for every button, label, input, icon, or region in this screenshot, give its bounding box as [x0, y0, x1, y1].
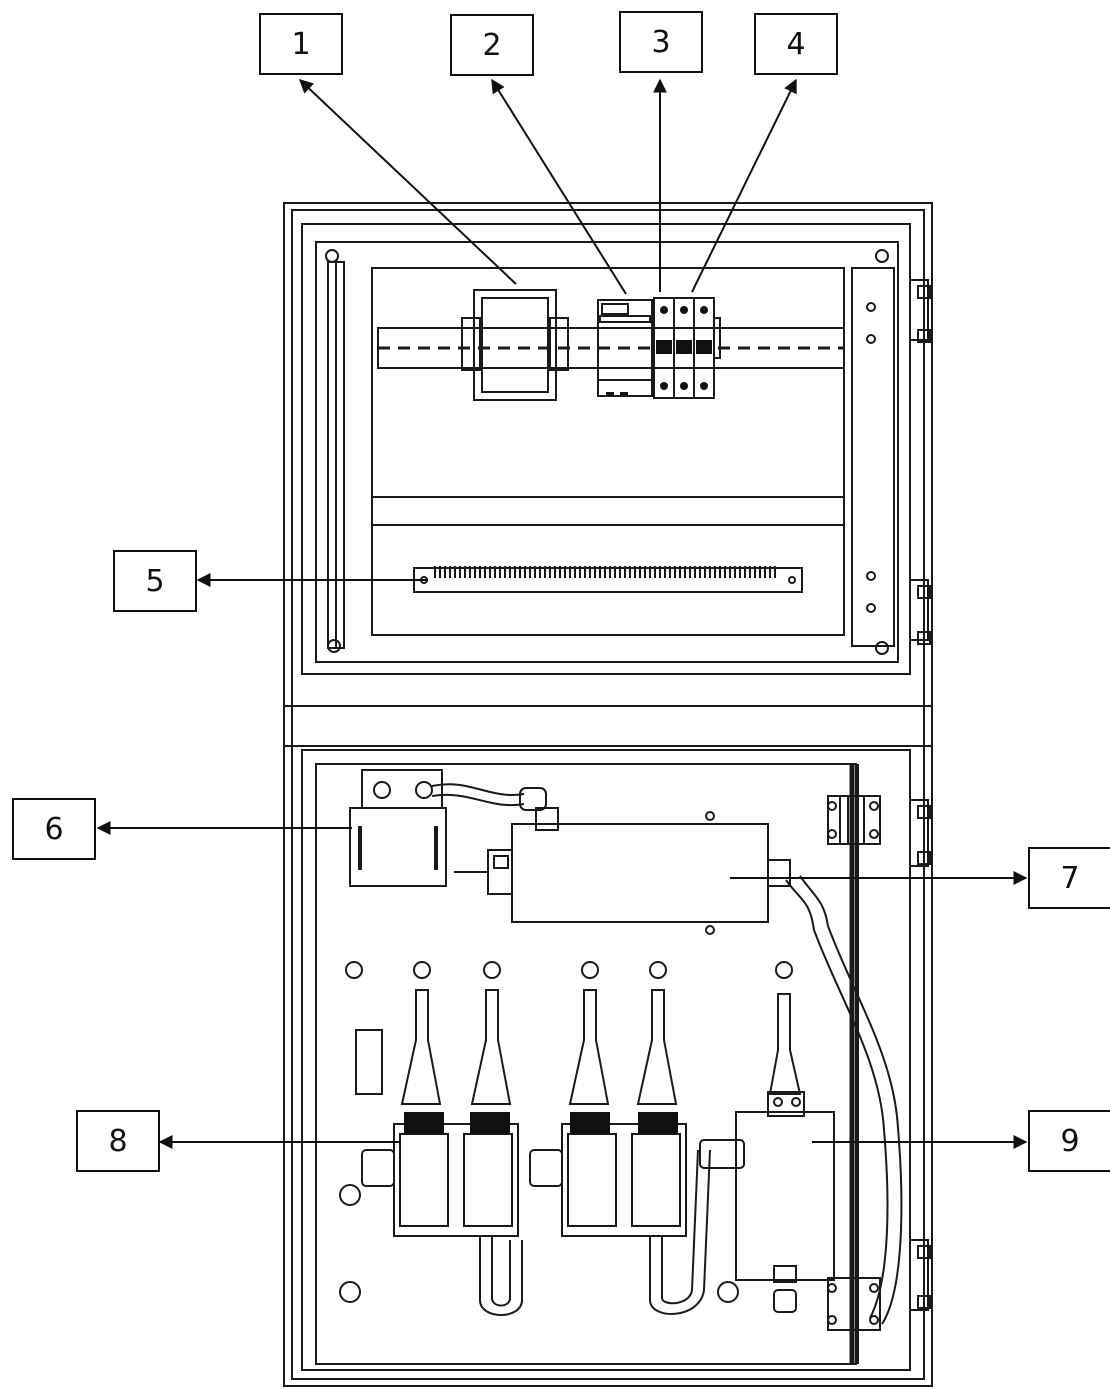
callout-4: 4	[754, 13, 838, 75]
callout-1-label: 1	[291, 26, 311, 62]
component-1-module	[473, 289, 557, 401]
callout-3: 3	[619, 11, 703, 73]
leader-1	[298, 79, 517, 285]
lower-mounting-panel	[315, 763, 857, 1365]
middle-divider-band	[283, 705, 933, 747]
callout-8-label: 8	[108, 1123, 128, 1159]
callout-7: 7	[1028, 847, 1110, 909]
cabinet-inner-frame	[291, 209, 925, 1380]
right-hinge-rail	[851, 267, 895, 647]
component-5-terminal-strip	[413, 567, 803, 593]
valve-manifold-b	[561, 1123, 687, 1237]
callout-8: 8	[76, 1110, 160, 1172]
callout-9: 9	[1028, 1110, 1110, 1172]
component-8-valve-manifold	[393, 1123, 519, 1237]
callout-7-label: 7	[1060, 860, 1080, 896]
upper-compartment-frame	[301, 223, 911, 675]
callout-2-label: 2	[482, 27, 502, 63]
callout-3-label: 3	[651, 24, 671, 60]
callout-4-label: 4	[786, 26, 806, 62]
leader-4	[691, 78, 797, 293]
upper-mounting-panel	[315, 241, 899, 663]
upper-panel-inner	[371, 267, 845, 636]
callout-6-label: 6	[44, 811, 64, 847]
cabinet-outer-frame	[283, 202, 933, 1387]
leader-2	[491, 78, 627, 295]
callout-9-label: 9	[1060, 1123, 1080, 1159]
component-7-cylinder	[511, 823, 769, 923]
callout-6: 6	[12, 798, 96, 860]
upper-hinge-block	[827, 795, 881, 845]
callout-5: 5	[113, 550, 197, 612]
callout-1: 1	[259, 13, 343, 75]
callout-2: 2	[450, 14, 534, 76]
component-9-valve-body	[735, 1111, 835, 1281]
callout-5-label: 5	[145, 563, 165, 599]
lower-compartment-frame	[301, 749, 911, 1371]
lower-hinge-block	[827, 1277, 881, 1331]
